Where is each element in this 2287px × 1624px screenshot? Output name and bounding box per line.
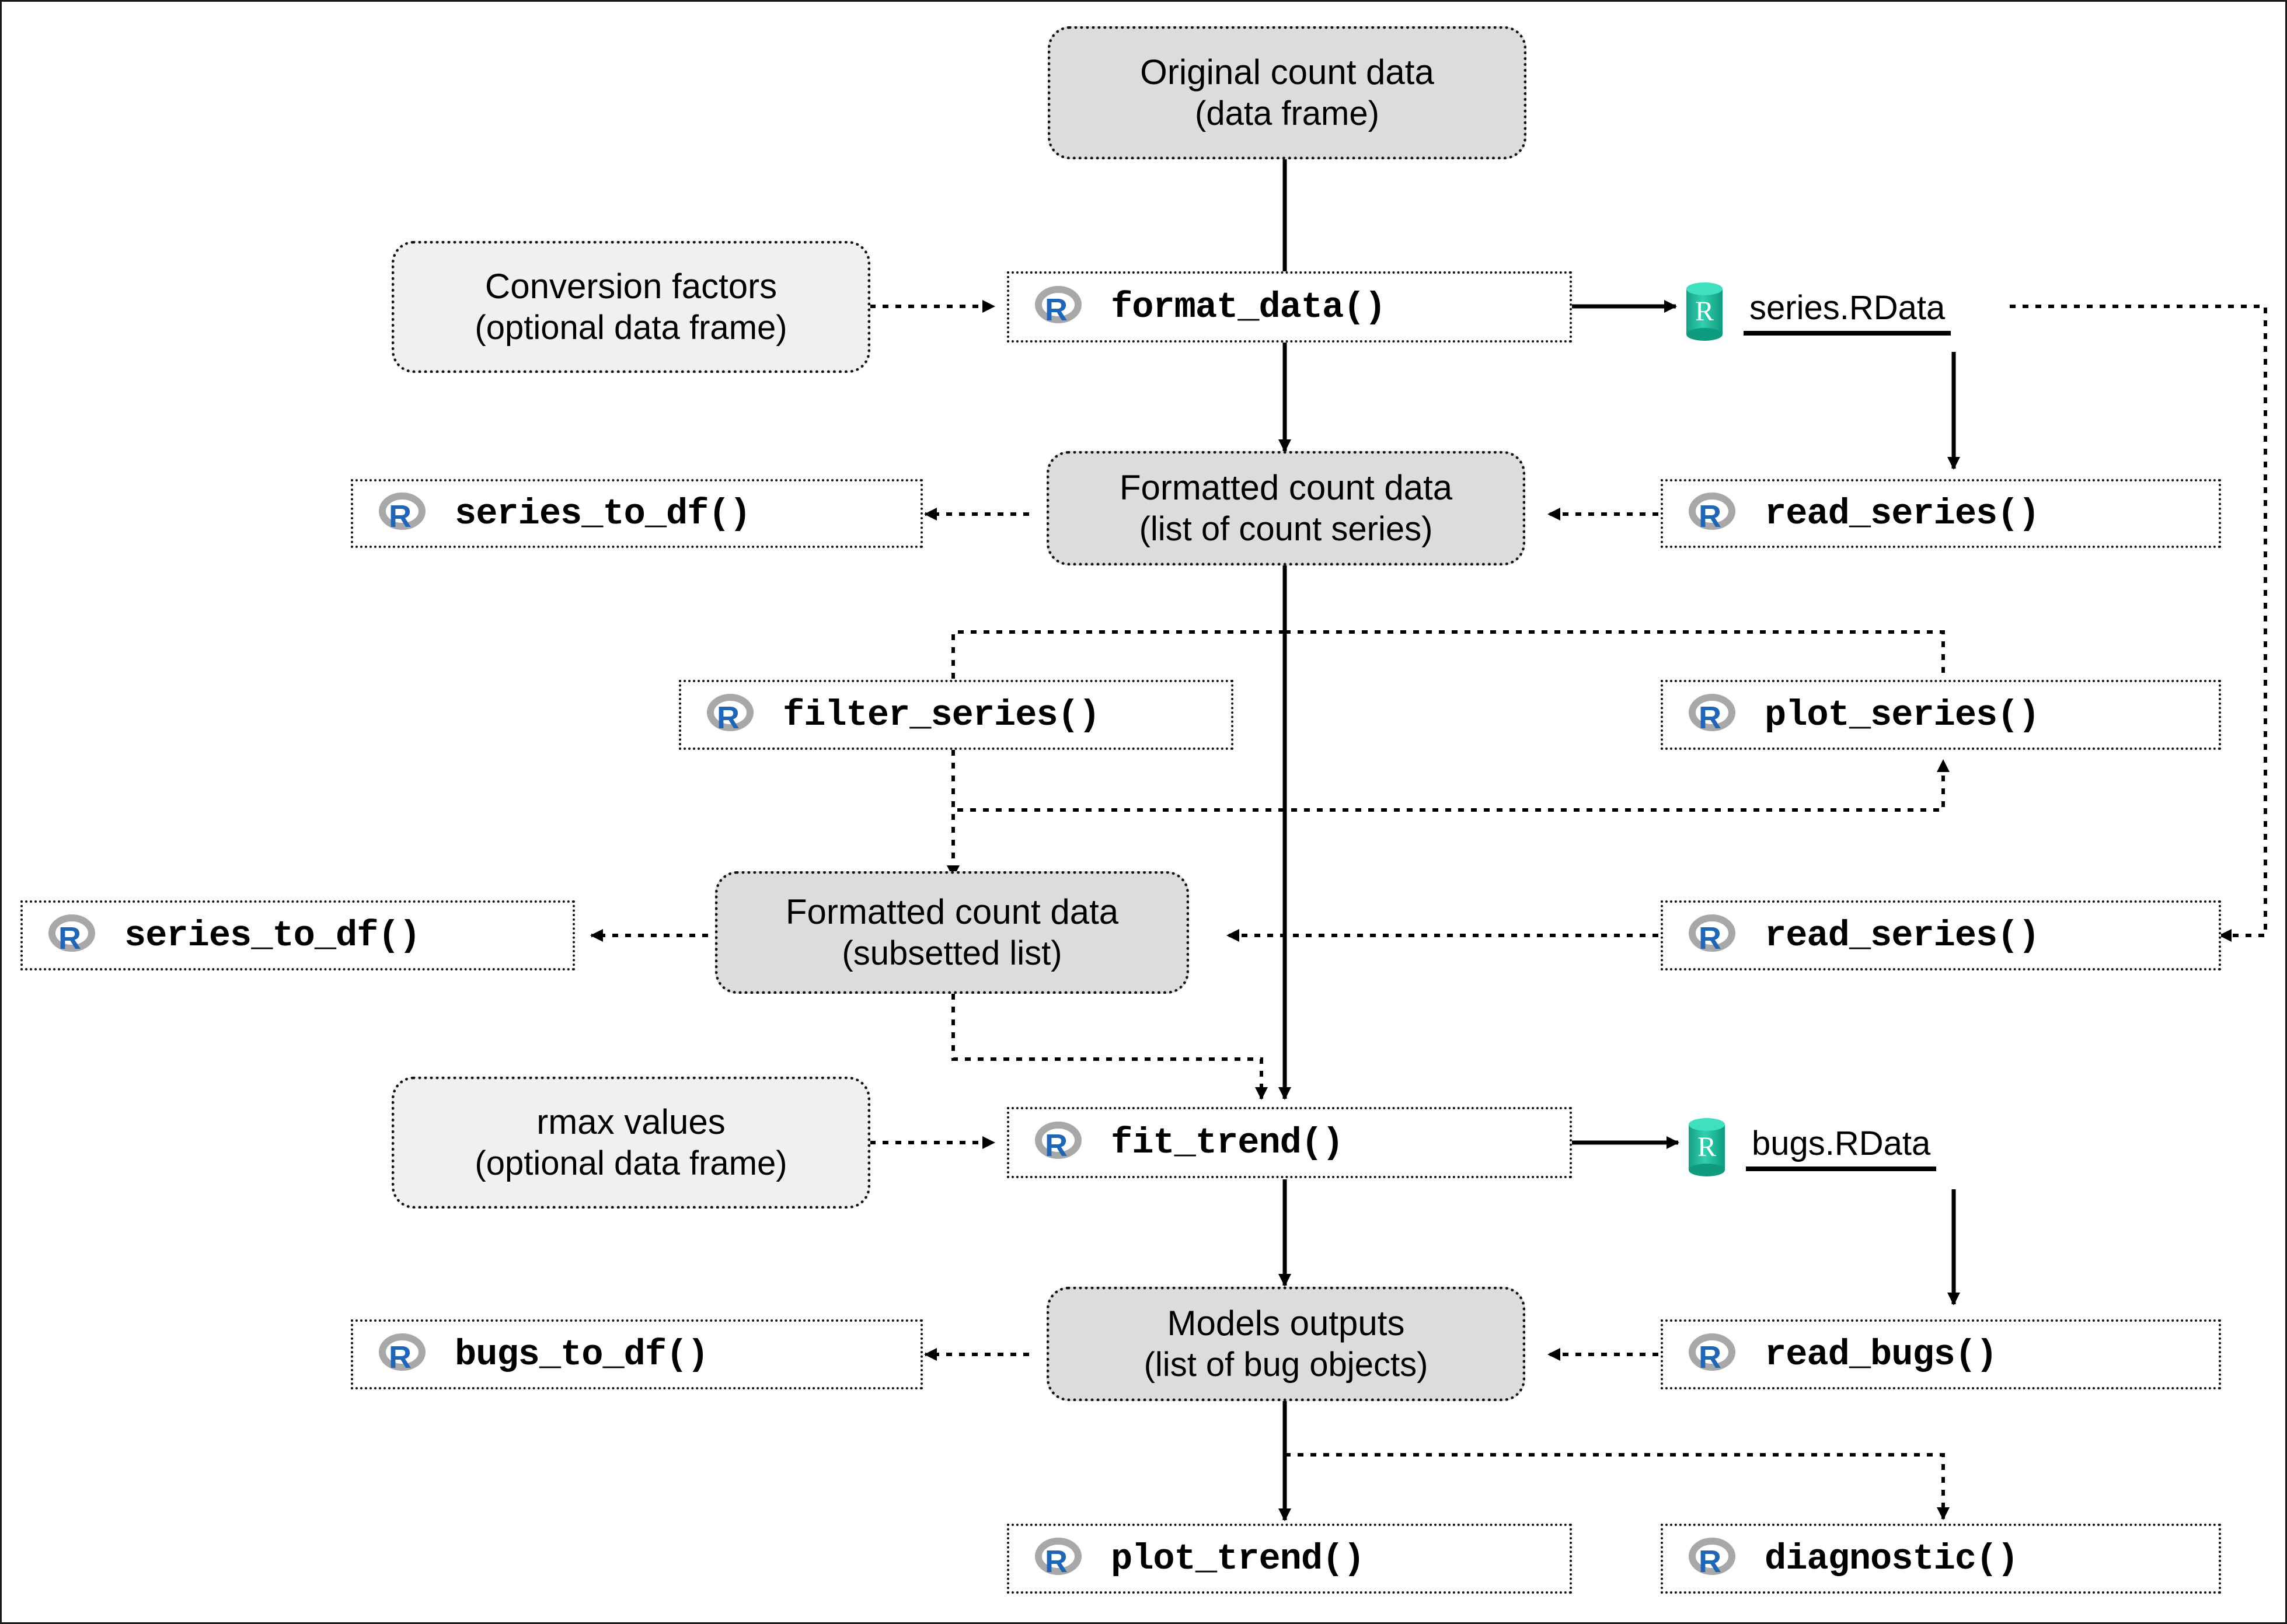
node-read-bugs-label: read_bugs(): [1765, 1333, 1997, 1375]
node-formatted-count-data[interactable]: Formatted count data (list of count seri…: [1047, 451, 1525, 565]
r-logo-icon: R: [1689, 1537, 1739, 1580]
svg-text:R: R: [1045, 292, 1067, 327]
svg-text:R: R: [1699, 499, 1721, 534]
r-logo-icon: R: [1689, 492, 1739, 535]
r-logo-icon: R: [1689, 1333, 1739, 1376]
node-original-count-data-line1: Original count data: [1140, 53, 1434, 92]
r-logo-icon: R: [1035, 1537, 1085, 1580]
rdata-database-icon: R: [1685, 1116, 1728, 1178]
node-format-data[interactable]: R format_data(): [1007, 271, 1572, 343]
node-bugs-to-df-label: bugs_to_df(): [455, 1333, 709, 1375]
svg-text:R: R: [1045, 1128, 1067, 1163]
svg-text:R: R: [1699, 1544, 1721, 1579]
r-logo-icon: R: [707, 693, 757, 736]
node-series-rdata[interactable]: R series.RData: [1683, 271, 2010, 352]
node-formatted-count-data-line1: Formatted count data: [1119, 468, 1453, 508]
node-format-data-label: format_data(): [1111, 286, 1386, 328]
svg-text:R: R: [717, 700, 739, 735]
node-read-bugs[interactable]: R read_bugs(): [1661, 1319, 2221, 1389]
node-bugs-rdata-label: bugs.RData: [1746, 1124, 1937, 1171]
svg-text:R: R: [1695, 296, 1714, 327]
node-formatted-subsetted-line2: (subsetted list): [842, 934, 1062, 973]
node-series-to-df-top-label: series_to_df(): [455, 493, 751, 535]
node-read-series-mid-label: read_series(): [1765, 914, 2040, 956]
node-diagnostic[interactable]: R diagnostic(): [1661, 1524, 2221, 1594]
node-bugs-rdata[interactable]: R bugs.RData: [1685, 1107, 2012, 1188]
r-logo-icon: R: [48, 914, 99, 957]
node-plot-series-label: plot_series(): [1765, 694, 2040, 736]
node-read-series-top-label: read_series(): [1765, 493, 2040, 535]
node-fit-trend[interactable]: R fit_trend(): [1007, 1107, 1572, 1178]
node-plot-trend[interactable]: R plot_trend(): [1007, 1524, 1572, 1594]
node-formatted-subsetted-line1: Formatted count data: [785, 892, 1119, 932]
node-filter-series[interactable]: R filter_series(): [679, 680, 1233, 750]
node-models-outputs-line2: (list of bug objects): [1144, 1346, 1428, 1384]
node-formatted-subsetted[interactable]: Formatted count data (subsetted list): [715, 871, 1189, 994]
r-logo-icon: R: [1689, 914, 1739, 957]
node-series-to-df-top[interactable]: R series_to_df(): [351, 479, 923, 548]
node-series-to-df-mid[interactable]: R series_to_df(): [20, 900, 575, 970]
svg-text:R: R: [58, 921, 81, 956]
r-logo-icon: R: [379, 1333, 429, 1376]
node-conversion-factors-line2: (optional data frame): [475, 309, 787, 347]
node-conversion-factors[interactable]: Conversion factors (optional data frame): [392, 241, 870, 373]
node-read-series-mid[interactable]: R read_series(): [1661, 900, 2221, 970]
node-diagnostic-label: diagnostic(): [1765, 1538, 2018, 1580]
svg-text:R: R: [1697, 1131, 1716, 1162]
node-bugs-to-df[interactable]: R bugs_to_df(): [351, 1319, 923, 1389]
r-logo-icon: R: [1035, 285, 1085, 329]
r-logo-icon: R: [379, 492, 429, 535]
node-original-count-data-line2: (data frame): [1195, 95, 1379, 133]
svg-text:R: R: [389, 499, 411, 534]
svg-text:R: R: [389, 1340, 411, 1375]
node-fit-trend-label: fit_trend(): [1111, 1122, 1344, 1164]
rdata-database-icon: R: [1683, 281, 1726, 343]
svg-text:R: R: [1699, 700, 1721, 735]
node-conversion-factors-line1: Conversion factors: [484, 267, 778, 306]
node-filter-series-label: filter_series(): [783, 694, 1100, 736]
node-rmax-values-line1: rmax values: [536, 1102, 726, 1142]
svg-text:R: R: [1699, 1340, 1721, 1375]
node-rmax-values-line2: (optional data frame): [475, 1144, 787, 1183]
node-models-outputs-line1: Models outputs: [1167, 1304, 1405, 1343]
svg-text:R: R: [1045, 1544, 1067, 1579]
r-logo-icon: R: [1035, 1121, 1085, 1164]
node-original-count-data[interactable]: Original count data (data frame): [1048, 26, 1526, 159]
node-plot-series[interactable]: R plot_series(): [1661, 680, 2221, 750]
svg-text:R: R: [1699, 921, 1721, 956]
node-models-outputs[interactable]: Models outputs (list of bug objects): [1047, 1287, 1525, 1401]
node-series-to-df-mid-label: series_to_df(): [124, 914, 421, 956]
node-rmax-values[interactable]: rmax values (optional data frame): [392, 1077, 870, 1209]
r-logo-icon: R: [1689, 693, 1739, 736]
node-series-rdata-label: series.RData: [1744, 288, 1951, 336]
node-read-series-top[interactable]: R read_series(): [1661, 479, 2221, 548]
node-formatted-count-data-line2: (list of count series): [1139, 510, 1433, 549]
node-plot-trend-label: plot_trend(): [1111, 1538, 1365, 1580]
